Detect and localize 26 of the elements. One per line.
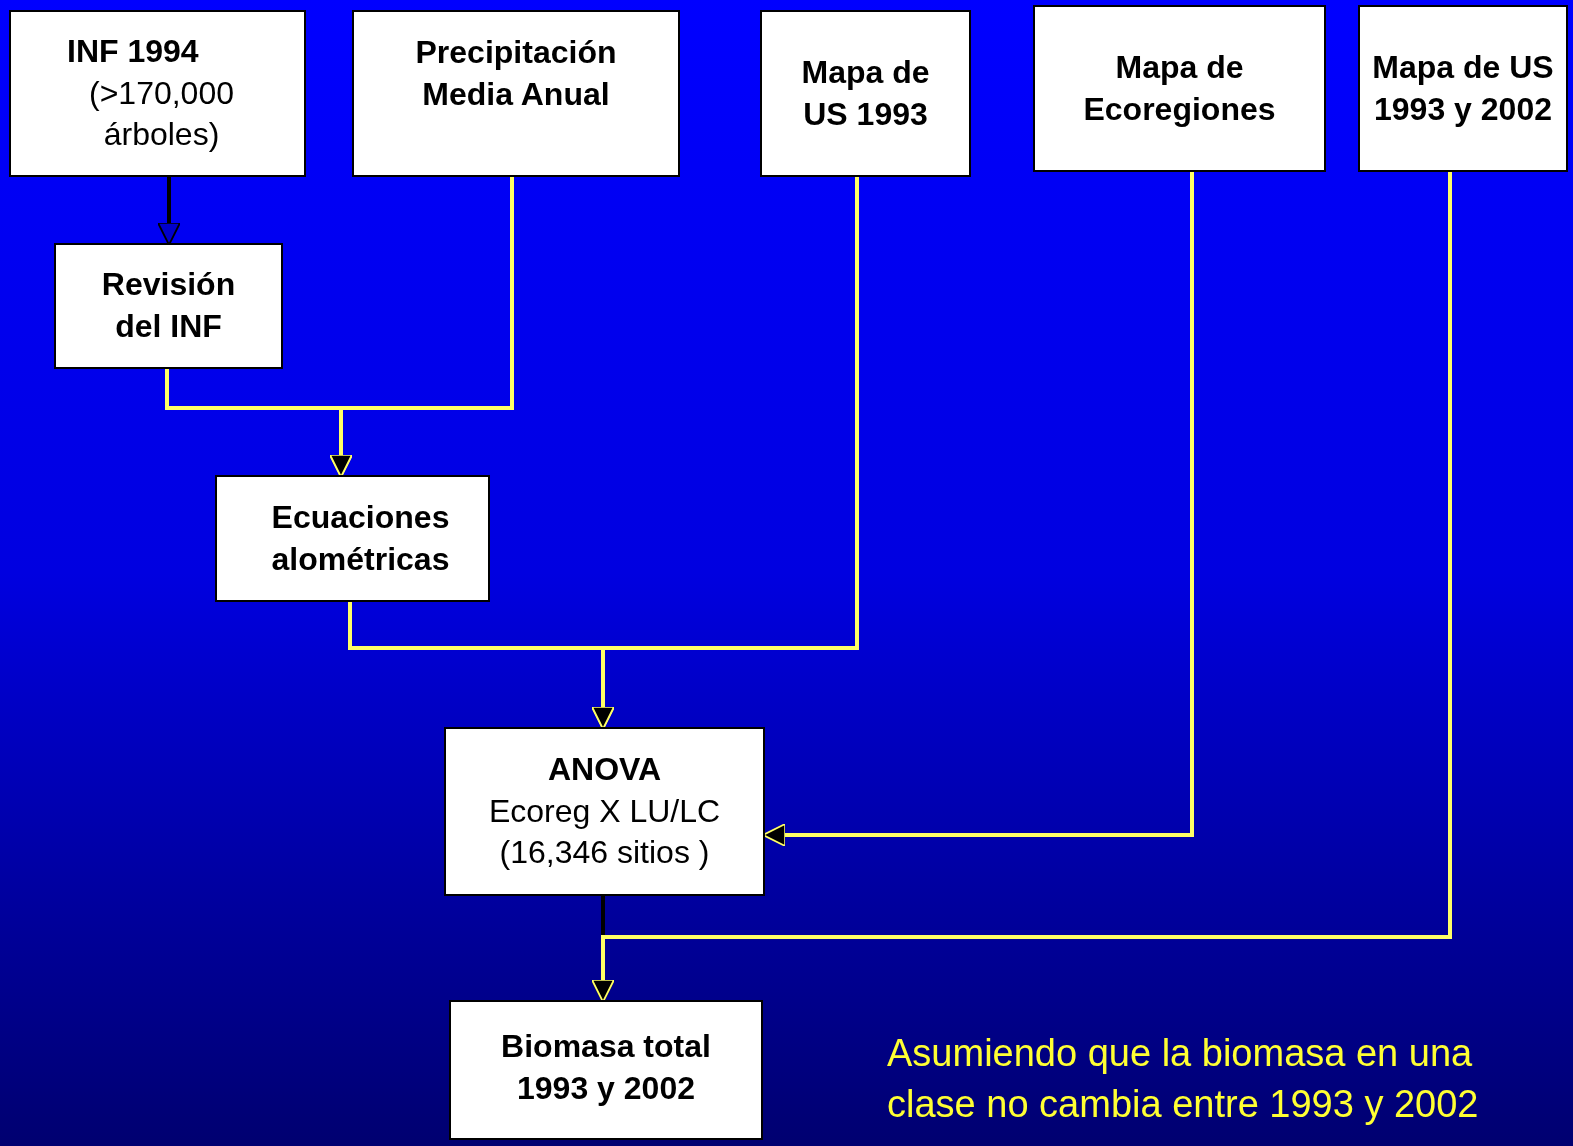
box-title: Mapa de Ecoregiones xyxy=(1082,47,1277,129)
box-title: Precipitación Media Anual xyxy=(414,33,618,114)
process-box xyxy=(9,10,306,177)
box-title: Biomasa total 1993 y 2002 xyxy=(500,1027,712,1108)
process-box xyxy=(449,1000,763,1140)
box-text: (16,346 sitios ) xyxy=(499,833,710,873)
box-title: Revisión del INF xyxy=(100,265,237,346)
box-text: (>170,000 árboles) xyxy=(88,73,235,155)
process-box xyxy=(444,727,765,896)
box-title: Mapa de US 1993 y 2002 xyxy=(1371,47,1555,129)
connector-arrow xyxy=(329,177,514,478)
connector-arrow xyxy=(591,177,859,730)
process-box xyxy=(1033,5,1326,172)
box-title: INF 1994 xyxy=(67,32,199,72)
box-title: Mapa de US 1993 xyxy=(800,52,931,134)
note-text: Asumiendo que la biomasa en una clase no cambia entre 1993 y 2002 xyxy=(887,1031,1480,1128)
connector-arrow xyxy=(591,172,1452,1003)
process-box xyxy=(215,475,490,602)
process-box xyxy=(54,243,283,369)
process-box xyxy=(760,10,971,177)
process-box xyxy=(1358,5,1568,172)
process-box xyxy=(352,10,680,177)
box-title: ANOVA xyxy=(547,750,662,790)
connector-arrow xyxy=(157,177,181,246)
box-text: Ecoreg X LU/LC xyxy=(488,791,721,831)
box-title: Ecuaciones alométricas xyxy=(270,497,451,579)
